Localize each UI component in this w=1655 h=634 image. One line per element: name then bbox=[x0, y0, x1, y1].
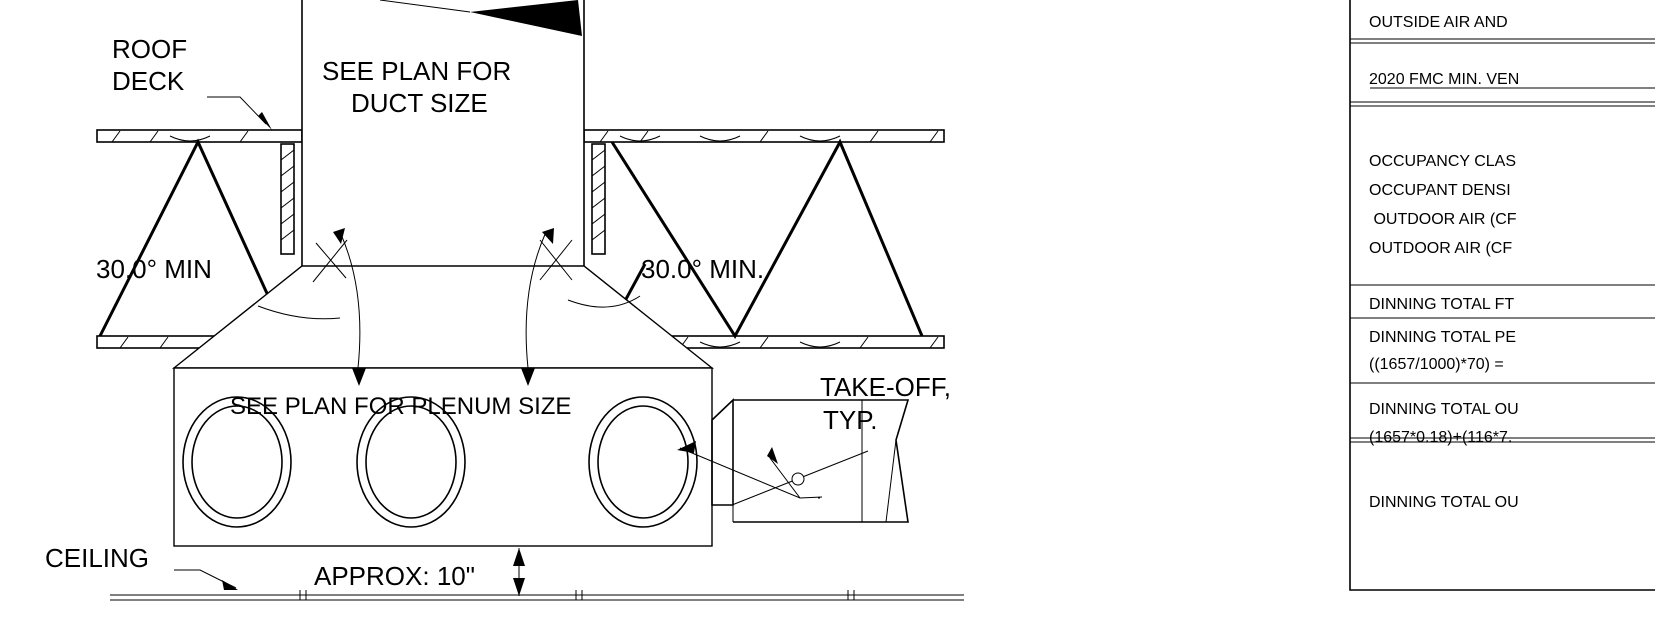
plenum-size-label: SEE PLAN FOR PLENUM SIZE bbox=[230, 393, 571, 420]
outlet-middle bbox=[356, 396, 466, 528]
table-row: DINNING TOTAL PE bbox=[1369, 329, 1516, 346]
table-row: DINNING TOTAL FT bbox=[1369, 296, 1514, 313]
take-off-label-line1: TAKE-OFF, bbox=[820, 372, 951, 402]
table-row: 2020 FMC MIN. VEN bbox=[1369, 71, 1519, 88]
angle-right-label: 30.0° MIN. bbox=[641, 254, 764, 284]
table-row: OUTDOOR AIR (CF bbox=[1369, 211, 1517, 228]
table-row: (1657*0.18)+(116*7. bbox=[1369, 429, 1512, 446]
table-row: OUTDOOR AIR (CF bbox=[1369, 240, 1512, 257]
ceiling-line bbox=[110, 590, 964, 601]
supply-duct bbox=[301, 0, 585, 266]
leader-lines bbox=[174, 96, 823, 590]
table-row: DINNING TOTAL OU bbox=[1369, 494, 1519, 511]
angle-annotations bbox=[257, 228, 641, 386]
roof-deck-label-line1: ROOF bbox=[112, 34, 187, 64]
outlet-left bbox=[182, 396, 292, 528]
take-off-label-line2: TYP. bbox=[823, 405, 877, 435]
ventilation-table: OUTSIDE AIR AND 2020 FMC MIN. VEN OCCUPA… bbox=[1349, 0, 1655, 591]
clearance-dimension bbox=[513, 548, 525, 596]
angle-left-label: 30.0° MIN bbox=[96, 254, 212, 284]
clearance-label: APPROX: 10" bbox=[314, 561, 475, 591]
table-row: ((1657/1000)*70) = bbox=[1369, 356, 1504, 373]
table-row: OUTSIDE AIR AND bbox=[1369, 14, 1508, 31]
roof-deck-label-line2: DECK bbox=[112, 66, 185, 96]
duct-blocking bbox=[280, 143, 606, 255]
table-row: OCCUPANCY CLAS bbox=[1369, 153, 1516, 170]
outlet-right bbox=[588, 396, 698, 528]
duct-size-label-line1: SEE PLAN FOR bbox=[322, 56, 511, 86]
take-off-fitting bbox=[711, 398, 910, 523]
joist-bottom-chord bbox=[96, 335, 945, 349]
table-row: DINNING TOTAL OU bbox=[1369, 401, 1519, 418]
plenum-box bbox=[173, 367, 713, 547]
plenum-transition bbox=[171, 265, 715, 369]
table-row: OCCUPANT DENSI bbox=[1369, 182, 1511, 199]
plenum-outlets bbox=[182, 396, 698, 528]
damper-icon bbox=[791, 472, 805, 486]
ceiling-label: CEILING bbox=[45, 543, 149, 573]
flow-arrow-icon bbox=[470, 0, 582, 36]
duct-size-label-line2: DUCT SIZE bbox=[351, 88, 488, 118]
